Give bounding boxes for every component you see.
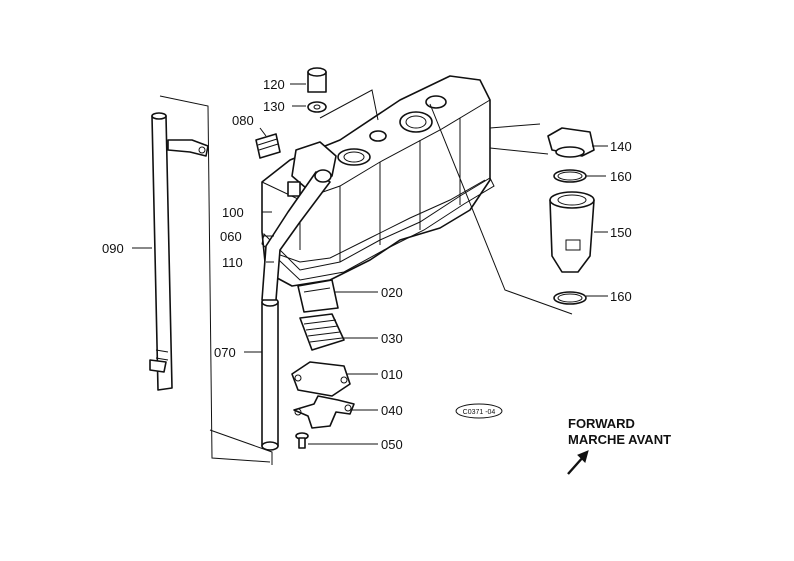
plate-010 <box>291 361 351 397</box>
marche-avant-label: MARCHE AVANT <box>568 432 671 447</box>
drawing-code-badge: C0371 -04 <box>455 403 503 419</box>
label-120: 120 <box>263 77 285 92</box>
head-cover-100 <box>261 75 491 287</box>
forward-label: FORWARD <box>568 416 635 431</box>
label-050: 050 <box>381 437 403 452</box>
label-160-upper: 160 <box>610 169 632 184</box>
hose-070 <box>209 297 279 465</box>
label-030: 030 <box>381 331 403 346</box>
label-060: 060 <box>220 229 242 244</box>
bolt-050 <box>295 432 309 449</box>
filter-030 <box>299 313 345 351</box>
o-ring-160-lower <box>553 291 587 305</box>
label-150: 150 <box>610 225 632 240</box>
label-110: 110 <box>222 255 243 270</box>
forward-direction: FORWARD MARCHE AVANT <box>567 416 671 475</box>
filler-neck-150 <box>549 191 595 273</box>
washer-130 <box>307 101 327 113</box>
label-160-lower: 160 <box>610 289 632 304</box>
bracket-020 <box>297 279 339 313</box>
dipstick-tube-090 <box>149 95 271 463</box>
arrow-up-right-icon <box>567 450 589 475</box>
label-070: 070 <box>214 345 236 360</box>
label-100: 100 <box>222 205 244 220</box>
label-040: 040 <box>381 403 403 418</box>
cap-140 <box>547 127 595 158</box>
o-ring-160-upper <box>553 169 587 183</box>
label-140: 140 <box>610 139 632 154</box>
breather-pipe-110 <box>261 169 332 301</box>
element-080 <box>255 133 281 159</box>
label-020: 020 <box>381 285 403 300</box>
nut-120 <box>307 67 327 93</box>
gasket-060 <box>261 177 495 281</box>
label-010: 010 <box>381 367 403 382</box>
label-130: 130 <box>263 99 285 114</box>
label-090: 090 <box>102 241 124 256</box>
clamp-040 <box>293 395 355 429</box>
label-080: 080 <box>232 113 254 128</box>
drawing-code: C0371 -04 <box>463 409 496 416</box>
